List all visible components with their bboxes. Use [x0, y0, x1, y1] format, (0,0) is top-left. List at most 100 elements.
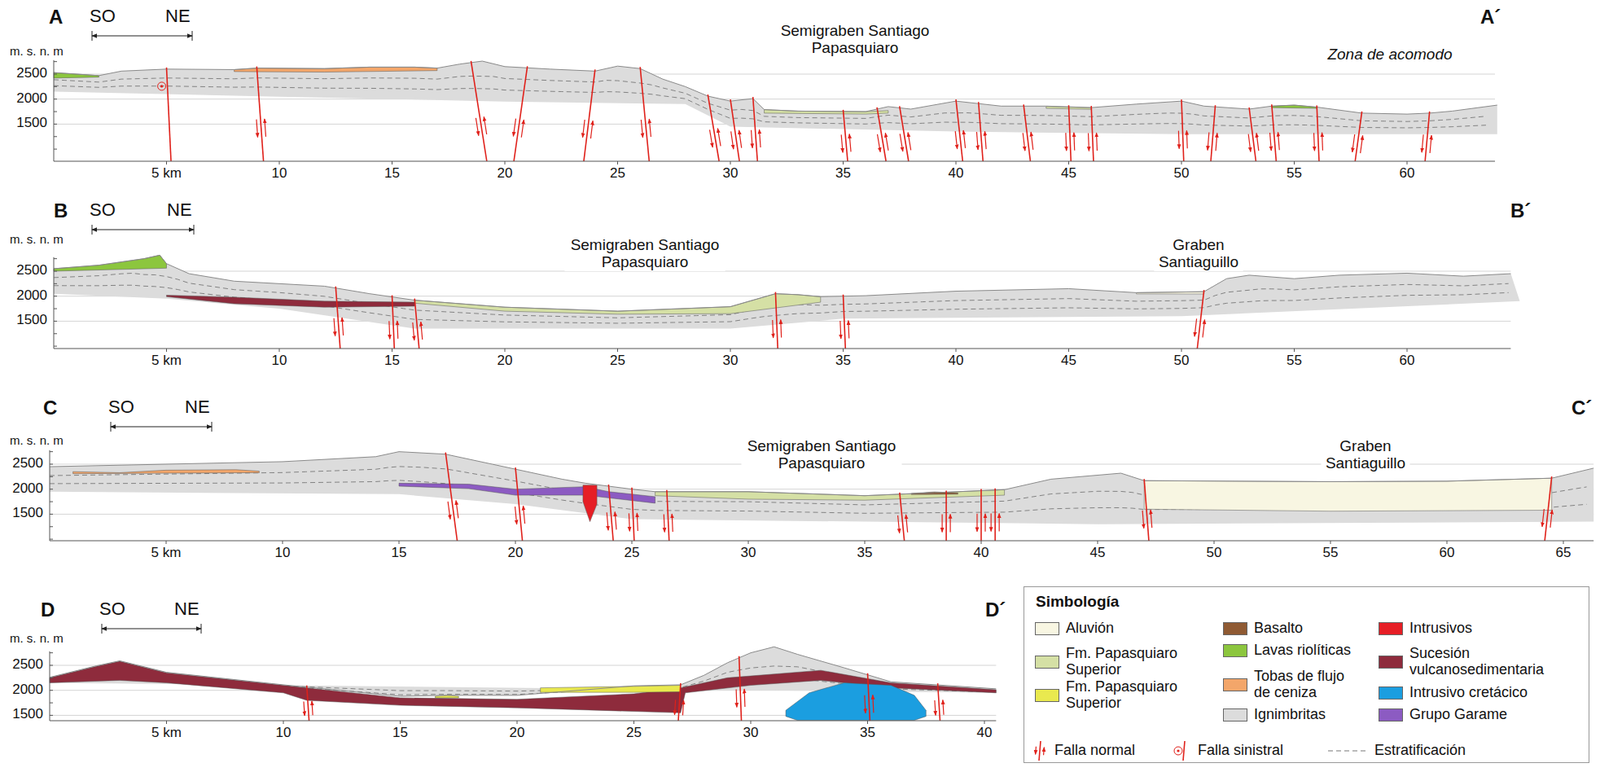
- legend-swatch: [1034, 622, 1060, 636]
- structure-name: Graben Santiaguillo: [1154, 236, 1244, 272]
- axis-tick: [166, 540, 167, 544]
- fault-motion-arrow: [1150, 509, 1153, 528]
- legend-text: Sucesión vulcanosedimentaria: [1409, 645, 1548, 679]
- section-letter: A: [48, 6, 63, 28]
- fault-motion-arrow: [447, 501, 451, 520]
- fault-motion-arrow: [759, 129, 762, 148]
- distance-label: 5 km: [151, 725, 182, 741]
- fault-motion-arrow: [780, 320, 782, 338]
- direction-arrow-end: [211, 421, 213, 432]
- rock-unit: [655, 489, 1005, 500]
- direction-label: NE: [184, 397, 211, 417]
- distance-label: 40: [948, 166, 965, 182]
- axis-tick: [53, 258, 57, 259]
- fault-motion-arrow: [455, 500, 459, 519]
- legend-item: Lavas riolíticas: [1223, 642, 1351, 659]
- fault-motion-arrow: [1270, 132, 1272, 151]
- axis-tick: [1181, 161, 1183, 165]
- section-letter: B: [53, 200, 68, 222]
- fault-motion-arrow: [839, 320, 842, 339]
- legend-text: Basalto: [1253, 620, 1303, 637]
- fault-motion-arrow: [984, 131, 987, 150]
- axis-tick: [279, 161, 281, 165]
- legend-item: Falla normal: [1031, 740, 1136, 762]
- direction-arrow-end: [193, 224, 195, 235]
- legend-item: Intrusivos: [1378, 620, 1473, 637]
- axis-tick: [49, 652, 53, 654]
- legend-text: Ignimbritas: [1253, 706, 1326, 724]
- fault-motion-arrow: [736, 688, 738, 707]
- fault-line: [166, 67, 172, 162]
- fault-line: [867, 673, 871, 721]
- cross-section: [49, 421, 1594, 544]
- axis-tick: [53, 346, 57, 347]
- fault-motion-arrow: [396, 320, 399, 339]
- rock-unit: [583, 485, 597, 522]
- fault-line: [608, 484, 614, 541]
- fault-line: [1181, 99, 1184, 162]
- fault-line: [1144, 478, 1149, 541]
- axis-tick: [1293, 348, 1295, 352]
- fault-motion-arrow: [483, 116, 487, 135]
- distance-label: 30: [743, 725, 759, 741]
- axis-tick: [49, 665, 53, 667]
- distance-label: 25: [626, 725, 642, 741]
- elevation-label: 1500: [16, 312, 48, 329]
- fault-motion-arrow: [582, 119, 585, 138]
- fault-motion-arrow: [388, 320, 391, 339]
- fault-motion-arrow: [949, 513, 951, 532]
- fault-motion-arrow: [1034, 746, 1037, 755]
- sinistral-symbol: [1174, 746, 1183, 755]
- legend-swatch: [1378, 686, 1403, 700]
- axis-tick: [730, 161, 732, 165]
- fault-line: [1183, 740, 1185, 761]
- distance-label: 20: [509, 725, 526, 741]
- stratification-sample: [1328, 750, 1368, 752]
- axis-tick: [282, 540, 284, 544]
- direction-arrow-end: [92, 224, 93, 235]
- distance-label: 35: [835, 166, 851, 182]
- axis-tick: [391, 161, 393, 165]
- legend-text: Aluvión: [1065, 620, 1114, 637]
- fault-line: [515, 467, 523, 541]
- structure-name: Semigraben Santiago Papasquiaro: [775, 22, 936, 57]
- axis-tick: [633, 720, 635, 724]
- fault-line: [843, 109, 849, 162]
- elevation-label: 2000: [16, 288, 48, 304]
- axis-tick: [53, 320, 57, 322]
- fault-line: [1249, 107, 1256, 162]
- distance-label: 40: [973, 545, 990, 562]
- gridline: [49, 665, 996, 667]
- fault-motion-arrow: [1429, 135, 1432, 154]
- fault-motion-arrow: [990, 513, 992, 532]
- fault-line: [1196, 289, 1204, 349]
- rock-unit: [1144, 477, 1552, 512]
- axis-tick: [53, 333, 57, 334]
- gridline: [53, 271, 1511, 272]
- distance-label: 20: [497, 353, 513, 369]
- section-letter: C: [43, 397, 57, 419]
- fault-motion-arrow: [341, 317, 344, 336]
- legend-symbol: [1170, 740, 1192, 762]
- legend-item: Falla sinistral: [1170, 740, 1284, 762]
- distance-label: 35: [859, 725, 876, 741]
- fault-motion-arrow: [710, 129, 714, 148]
- fault-motion-arrow: [606, 512, 609, 531]
- fault-motion-arrow: [636, 512, 639, 531]
- distance-label: 65: [1556, 545, 1572, 562]
- fault-motion-arrow: [941, 513, 943, 532]
- distance-label: 30: [723, 166, 739, 182]
- fault-line: [678, 683, 681, 721]
- distance-label: 45: [1060, 353, 1077, 369]
- axis-tick: [49, 476, 53, 478]
- elevation-label: 2000: [12, 481, 44, 497]
- sinistral-dot: [1176, 749, 1180, 752]
- axis-tick: [53, 111, 57, 113]
- axis-tick: [1330, 540, 1332, 544]
- elevation-axis: [49, 651, 51, 721]
- fault-motion-arrow: [1087, 132, 1090, 151]
- distance-label: 5 km: [151, 545, 182, 562]
- cross-section: [49, 623, 996, 724]
- rock-unit: [540, 685, 681, 693]
